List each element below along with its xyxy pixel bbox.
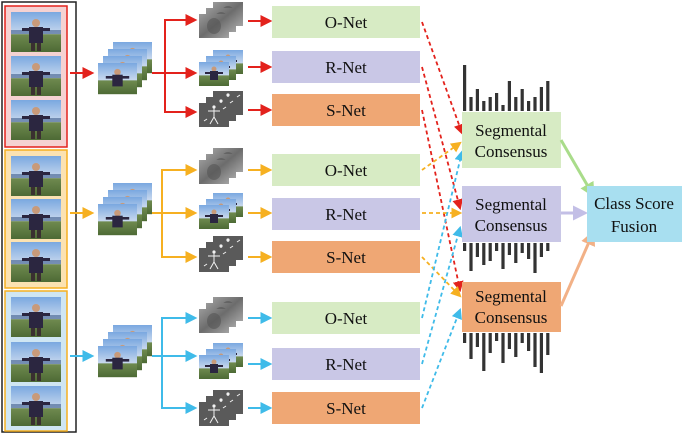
branch-arrows-red <box>152 14 198 118</box>
score-bar <box>482 101 486 111</box>
rnet-label-3: R-Net <box>325 355 367 374</box>
arrow-consensus1-to-fusion <box>559 139 595 198</box>
consensus-3-line2: Consensus <box>475 308 548 327</box>
score-bar <box>501 243 505 269</box>
score-bar <box>488 333 492 353</box>
class-score-fusion-box: Class Score Fusion <box>587 186 682 242</box>
consensus-1-line2: Consensus <box>475 142 548 161</box>
score-bar <box>546 333 550 355</box>
rnet-box-2 <box>272 198 420 230</box>
net-group-2: O-Net R-Net S-Net <box>272 154 420 273</box>
dashed-arrows-blue <box>421 149 466 409</box>
score-bars-icon <box>463 333 550 373</box>
video-frames-panel <box>1 1 77 433</box>
onet-box-3 <box>272 302 420 334</box>
rnet-label-1: R-Net <box>325 58 367 77</box>
score-bar <box>495 93 499 111</box>
onet-label-1: O-Net <box>325 13 368 32</box>
score-bar <box>539 243 543 257</box>
score-bar <box>520 89 524 111</box>
score-bar <box>475 89 479 111</box>
score-bar <box>469 333 473 359</box>
score-bar <box>507 81 511 111</box>
onet-box-2 <box>272 154 420 186</box>
score-bar <box>539 87 543 111</box>
score-bar <box>527 101 531 111</box>
dashed-arrows-red <box>421 21 465 293</box>
score-bar <box>501 105 505 111</box>
score-bar <box>482 333 486 371</box>
onet-label-2: O-Net <box>325 161 368 180</box>
snet-label-1: S-Net <box>326 101 366 120</box>
consensus-box-3: Segmental Consensus <box>462 282 561 332</box>
consensus-box-1: Segmental Consensus <box>462 112 561 168</box>
score-bar <box>514 97 518 111</box>
consensus-2-line1: Segmental <box>475 195 547 214</box>
score-bar <box>520 333 524 343</box>
score-bar <box>507 243 511 255</box>
score-bar <box>520 243 524 253</box>
score-bar <box>482 243 486 265</box>
net-group-1: O-Net R-Net S-Net <box>272 6 420 126</box>
score-bar <box>488 97 492 111</box>
branch-arrows-orange <box>152 164 198 263</box>
score-bar <box>514 243 518 263</box>
consensus-3-line1: Segmental <box>475 287 547 306</box>
score-bar <box>501 333 505 363</box>
consensus-box-2: Segmental Consensus <box>462 186 561 242</box>
score-bar <box>533 243 537 273</box>
score-bar <box>463 333 467 343</box>
video-frame-icon <box>11 12 61 426</box>
consensus-1-line1: Segmental <box>475 121 547 140</box>
snet-label-3: S-Net <box>326 399 366 418</box>
score-bar <box>527 333 531 351</box>
score-bar <box>533 97 537 111</box>
score-bar <box>527 243 531 259</box>
fusion-line2: Fusion <box>611 217 658 236</box>
score-bar <box>546 81 550 111</box>
consensus-2-line2: Consensus <box>475 216 548 235</box>
dashed-arrows-orange <box>421 141 463 298</box>
snet-box-3 <box>272 392 420 424</box>
rnet-label-2: R-Net <box>325 205 367 224</box>
score-bars-icon <box>463 243 550 273</box>
score-bar <box>514 333 518 357</box>
fusion-line1: Class Score <box>594 194 674 213</box>
score-bar <box>469 97 473 111</box>
score-bar <box>533 333 537 367</box>
snet-box-1 <box>272 94 420 126</box>
net-group-3: O-Net R-Net S-Net <box>272 302 420 424</box>
score-bar <box>546 243 550 251</box>
score-bar <box>539 333 543 373</box>
score-bar <box>475 243 479 257</box>
snet-label-2: S-Net <box>326 248 366 267</box>
onet-label-3: O-Net <box>325 309 368 328</box>
branch-arrows-blue <box>152 312 198 414</box>
score-bar <box>475 333 479 347</box>
score-bar <box>495 243 499 251</box>
arrow-consensus3-to-fusion <box>559 230 596 307</box>
rnet-box-3 <box>272 348 420 380</box>
frame-stack-icon <box>98 42 152 378</box>
score-bars-icon <box>463 65 550 111</box>
score-bar <box>507 333 511 349</box>
score-bar <box>469 243 473 271</box>
score-bar <box>463 65 467 111</box>
rnet-box-1 <box>272 51 420 83</box>
onet-box-1 <box>272 6 420 38</box>
score-bar <box>488 243 492 261</box>
score-bar <box>463 243 467 251</box>
snet-box-2 <box>272 241 420 273</box>
score-bar <box>495 333 499 341</box>
